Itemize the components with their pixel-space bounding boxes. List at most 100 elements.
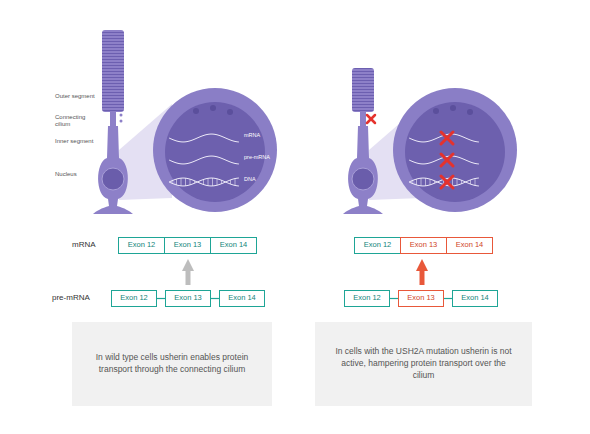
inner-segment [343,126,383,214]
exon-label: Exon 12 [353,294,381,302]
helix-rung [430,179,431,185]
exon-label: Exon 12 [120,294,148,302]
helix-rung [421,178,422,186]
nucleus [352,168,374,190]
helix-rung [425,178,426,186]
strand-link [390,298,398,299]
helix-rung [439,181,440,183]
dot [227,109,233,115]
exon-box: Exon 14 [446,237,493,254]
zoom-circle [393,88,517,212]
inner-segment [93,126,133,214]
mutant-cell [343,68,517,214]
exon-box: Exon 12 [344,290,390,307]
caption-text: In cells with the USH2A mutation usherin… [335,346,512,382]
helix-strand [169,134,239,142]
wild-type-cell [93,30,277,214]
exon-box: Exon 14 [452,290,498,307]
dot [433,108,439,114]
vesicle-dot [120,114,123,117]
row-label: mRNA [72,240,116,250]
row-label: pre-mRNA [52,293,108,303]
nucleus-zoom [165,102,265,202]
strand-link [444,298,452,299]
molecule-label: pre-mRNA [244,154,276,161]
exon-label: Exon 13 [410,241,438,249]
red-cross [367,115,375,123]
helix-rung [475,179,476,186]
helix-rung [185,178,186,186]
part-label: Connecting cilium [55,114,91,128]
helix-rung [176,179,177,185]
helix-rung [203,179,204,184]
exon-box: Exon 13 [400,237,447,254]
helix-strand [169,178,239,186]
exon-box: Exon 13 [165,290,211,307]
helix-rung [235,179,236,186]
exon-label: Exon 12 [128,241,156,249]
helix-rung [172,181,173,184]
helix-rung [230,180,231,184]
splicing-arrow [186,269,191,285]
exon-label: Exon 13 [174,241,202,249]
helix-rung [470,180,471,184]
caption-text: In wild type cells usherin enables prote… [92,352,252,376]
helix-rung [466,181,467,182]
strand-link [211,298,219,299]
dot [193,108,199,114]
part-label: Inner segment [55,138,101,145]
exon-box: Exon 14 [219,290,265,307]
exon-label: Exon 14 [228,294,256,302]
helix-strand [169,178,239,186]
exon-box: Exon 12 [354,237,401,254]
dot [467,109,473,115]
helix-rung [416,179,417,185]
connecting-cilium [110,112,116,126]
exon-box: Exon 13 [164,237,211,254]
zoom-circle [153,88,277,212]
caption-panel: In wild type cells usherin enables prote… [72,322,272,406]
part-label: Outer segment [55,93,101,100]
caption-panel: In cells with the USH2A mutation usherin… [315,322,532,406]
exon-label: Exon 13 [407,294,435,302]
helix-rung [226,181,227,182]
helix-rung [412,181,413,184]
helix-rung [199,181,200,183]
helix-rung [457,179,458,186]
helix-rung [208,178,209,185]
helix-strand [169,156,239,164]
dot [450,105,456,111]
vesicle-dot [120,120,123,123]
part-label: Nucleus [55,171,95,178]
outer-segment [102,30,124,112]
molecule-label: mRNA [244,132,276,139]
connecting-cilium [360,112,366,126]
outer-segment [352,68,374,112]
helix-rung [461,180,462,183]
helix-rung [194,181,195,183]
nucleus-zoom [405,102,505,202]
splicing-arrow [420,269,425,285]
exon-box: Exon 12 [111,290,157,307]
strand-link [157,298,165,299]
exon-label: Exon 14 [220,241,248,249]
molecule-label: DNA [244,176,276,183]
helix-rung [217,179,218,186]
nucleus [102,168,124,190]
helix-rung [221,180,222,183]
exon-box: Exon 14 [210,237,257,254]
helix-rung [434,181,435,183]
helix-rung [452,178,453,186]
exon-box: Exon 13 [398,290,444,307]
helix-rung [190,179,191,185]
dot [210,105,216,111]
red-crosses [441,132,453,188]
exon-label: Exon 13 [174,294,202,302]
helices [169,134,479,186]
exon-label: Exon 14 [456,241,484,249]
exon-label: Exon 12 [364,241,392,249]
exon-box: Exon 12 [118,237,165,254]
exon-label: Exon 14 [461,294,489,302]
helix-rung [212,178,213,186]
helix-rung [181,178,182,186]
